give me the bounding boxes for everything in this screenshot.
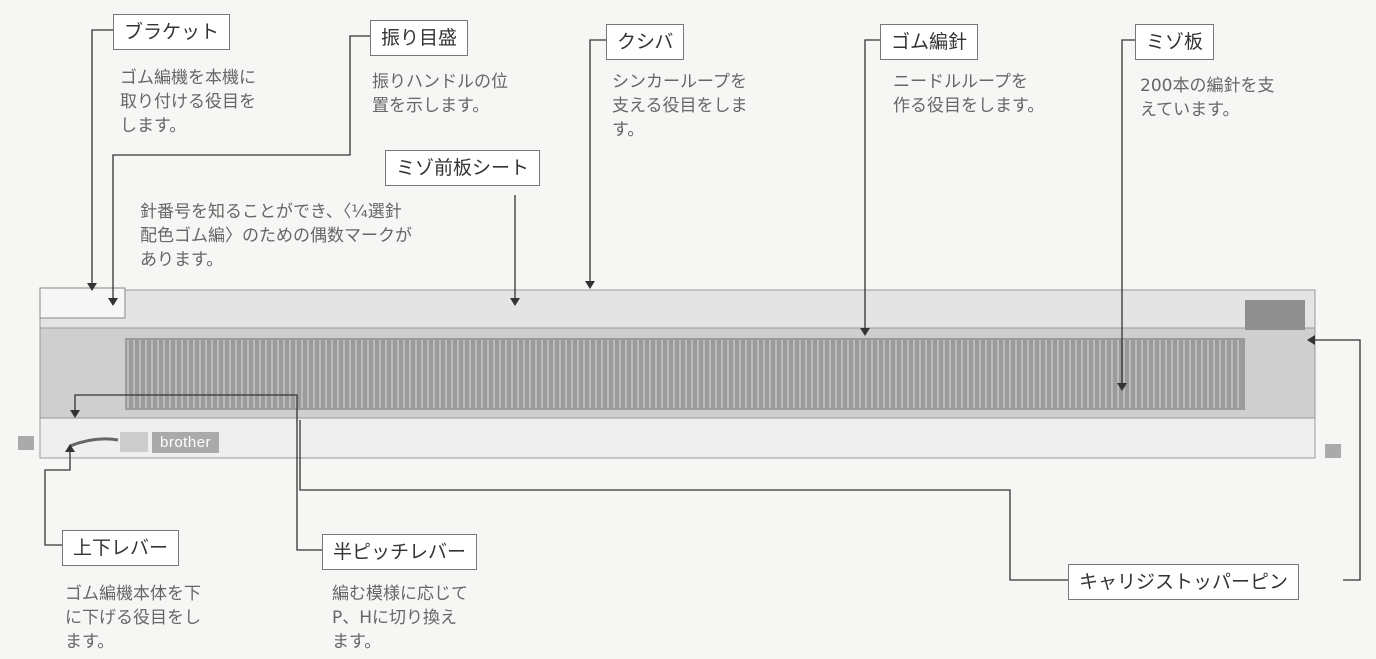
leader-rib-needle [864, 39, 880, 330]
desc-line: 作る役目をします。 [893, 96, 1045, 116]
leader-stopper-left [299, 420, 1068, 581]
desc-line: 振りハンドルの位 [372, 72, 508, 92]
bracket-part [39, 287, 126, 319]
label-carriage-stopper-pin: キャリジストッパーピン [1068, 564, 1300, 600]
needle-lines: /* drawn below */ [127, 340, 1239, 408]
desc-groove-front-sheet: 針番号を知ることができ、〈¼選針 配色ゴム編〉のための偶数マークが あります。 [140, 200, 412, 272]
leader-swing-scale [112, 35, 370, 300]
label-groove-front-sheet: ミゾ前板シート [385, 150, 541, 186]
desc-line: 配色ゴム編〉のための偶数マークが [140, 226, 412, 246]
desc-line: ます。 [65, 632, 115, 652]
desc-half-pitch-lever: 編む模様に応じて P、Hに切り換え ます。 [332, 582, 468, 654]
label-groove-plate: ミゾ板 [1135, 24, 1215, 60]
desc-comb: シンカーループを 支える役目をしま す。 [612, 70, 748, 142]
needle-bed [125, 338, 1245, 410]
desc-line: 取り付ける役目を [120, 92, 256, 112]
label-half-pitch-lever: 半ピッチレバー [322, 534, 478, 570]
leader-stopper-right [1315, 339, 1361, 581]
leader-stopper-a [450, 440, 1073, 580]
desc-swing-scale: 振りハンドルの位 置を示します。 [372, 70, 508, 118]
leader-updown-lever [44, 450, 71, 546]
desc-line: ニードルループを [893, 72, 1028, 92]
label-comb: クシバ [606, 24, 685, 60]
desc-line: 編む模様に応じて [332, 584, 468, 604]
left-foot [18, 436, 34, 450]
leader-lines [44, 29, 1361, 581]
leader-comb [589, 39, 606, 283]
desc-line: ます。 [332, 632, 382, 652]
desc-line: 針番号を知ることができ、〈¼選針 [140, 202, 402, 222]
desc-updown-lever: ゴム編機本体を下 に下げる役目をし ます。 [65, 582, 201, 654]
right-end-block [1245, 300, 1305, 330]
desc-line: す。 [612, 120, 645, 140]
label-bracket: ブラケット [113, 14, 231, 50]
desc-line: 200本の編針を支 [1140, 76, 1275, 96]
brand-logo: brother [152, 432, 220, 453]
desc-line: ゴム編機を本機に [120, 68, 256, 88]
leader-half-pitch-lever [74, 394, 322, 551]
desc-line: えています。 [1140, 100, 1240, 120]
right-foot [1325, 444, 1341, 458]
desc-rib-needle: ニードルループを 作る役目をします。 [893, 70, 1044, 118]
leader-bracket [91, 29, 113, 285]
desc-line: P、Hに切り換え [332, 608, 458, 628]
knitting-machine: /* drawn below */ [18, 287, 1341, 459]
label-rib-needle: ゴム編針 [880, 24, 979, 60]
desc-line: ゴム編機本体を下 [65, 584, 201, 604]
switch-panel [120, 432, 148, 452]
desc-line: に下げる役目をし [65, 608, 201, 628]
arrowheads [65, 281, 1315, 452]
desc-line: 置を示します。 [372, 96, 490, 116]
desc-groove-plate: 200本の編針を支 えています。 [1140, 74, 1274, 122]
label-swing-scale: 振り目盛 [370, 20, 469, 56]
desc-line: します。 [120, 116, 187, 136]
leader-groove-plate [1121, 39, 1135, 385]
desc-line: あります。 [140, 250, 224, 270]
desc-line: シンカーループを [612, 72, 747, 92]
desc-bracket: ゴム編機を本機に 取り付ける役目を します。 [120, 66, 256, 138]
desc-line: 支える役目をしま [612, 96, 748, 116]
label-updown-lever: 上下レバー [62, 530, 180, 566]
updown-lever-part [69, 437, 119, 448]
